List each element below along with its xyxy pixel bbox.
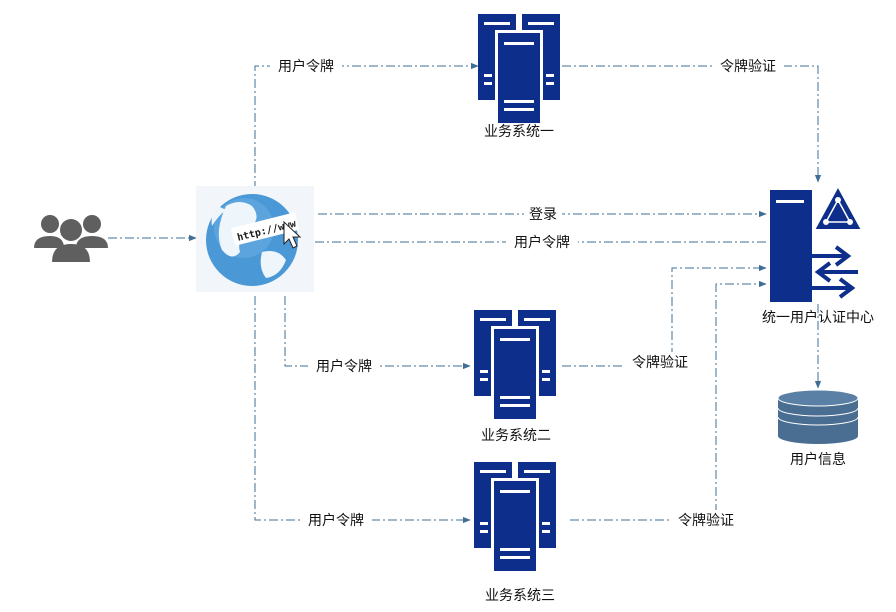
globe-browser-icon: http://www bbox=[196, 186, 314, 292]
connector-browser-to-system3 bbox=[254, 296, 471, 524]
edge-labels: 用户令牌 令牌验证 登录 用户令牌 用户令牌 令牌验证 用户令牌 令牌验证 bbox=[270, 56, 784, 530]
label-login: 登录 bbox=[529, 207, 557, 223]
database-icon bbox=[777, 389, 859, 444]
server-icon-system1 bbox=[478, 14, 560, 126]
server-icon-system2 bbox=[474, 310, 556, 422]
label-auth-center: 统一用户认证中心 bbox=[762, 309, 874, 326]
connector-browser-to-system2 bbox=[284, 296, 471, 370]
label-system1: 业务系统一 bbox=[484, 124, 554, 140]
users-icon bbox=[34, 215, 108, 262]
label-token-to-system3: 用户令牌 bbox=[308, 512, 364, 529]
connector-browser-to-system1 bbox=[254, 62, 479, 190]
connector-system3-to-auth bbox=[570, 280, 767, 521]
server-icon-system3 bbox=[474, 462, 556, 574]
label-verify-system1: 令牌验证 bbox=[720, 58, 776, 75]
label-token-back: 用户令牌 bbox=[514, 234, 570, 251]
label-token-to-system2: 用户令牌 bbox=[316, 358, 372, 375]
auth-center-icon bbox=[770, 183, 864, 302]
connectors bbox=[108, 62, 822, 524]
label-verify-system2: 令牌验证 bbox=[632, 354, 688, 371]
connector-system1-to-auth bbox=[562, 65, 822, 183]
connector-system2-to-auth bbox=[562, 264, 767, 367]
label-system2: 业务系统二 bbox=[481, 428, 551, 444]
label-system3: 业务系统三 bbox=[485, 588, 555, 604]
label-user-info: 用户信息 bbox=[790, 451, 846, 468]
label-token-to-system1: 用户令牌 bbox=[278, 58, 334, 75]
label-verify-system3: 令牌验证 bbox=[678, 512, 734, 529]
